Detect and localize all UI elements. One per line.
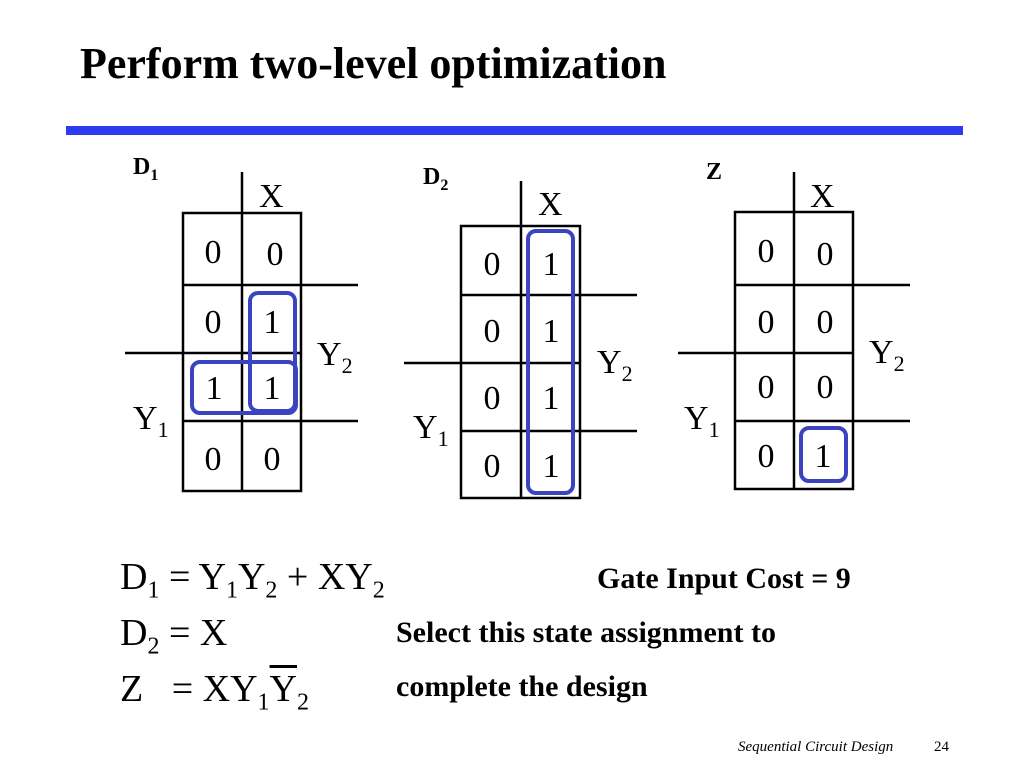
kmap-d1-row-var-y2: Y2 (317, 336, 353, 378)
kmap-z-row-var-y2: Y2 (869, 334, 905, 376)
kmap-z-border (733, 210, 855, 491)
kmap-d2-cell: 0 (483, 380, 501, 417)
kmap-d1-cell: 0 (204, 441, 222, 478)
kmap-d1-cell: 1 (263, 304, 281, 341)
kmap-z-col-var: X (810, 178, 835, 215)
kmap-z-cell: 0 (757, 369, 775, 406)
kmap-d1-col-var: X (259, 178, 284, 215)
kmap-d1-cell: 1 (263, 370, 281, 407)
kmap-z-cell: 0 (757, 304, 775, 341)
title-underline (66, 126, 963, 135)
footer-text: Sequential Circuit Design (738, 739, 894, 755)
kmap-d1-cell: 1 (205, 370, 223, 407)
kmap-d2-col-var: X (538, 186, 563, 223)
kmap-d1-label: D1 (133, 154, 159, 184)
kmap-z-cell: 0 (757, 233, 775, 270)
kmap-z-label: Z (706, 159, 723, 185)
equation-d2: D2 = X (120, 612, 228, 660)
kmap-z-cell: 0 (816, 304, 834, 341)
kmap-z-cell: 0 (816, 369, 834, 406)
kmap-d1-cell: 0 (204, 234, 222, 271)
page-number: 24 (934, 739, 949, 755)
kmap-d1-cell: 0 (263, 441, 281, 478)
gate-input-cost: Gate Input Cost = 9 (597, 562, 851, 595)
kmap-d2-cell: 1 (542, 313, 560, 350)
kmap-d2-cell: 1 (542, 448, 560, 485)
kmap-d1-border (181, 211, 303, 493)
kmap-d1-row-var-y1: Y1 (133, 400, 169, 442)
kmap-d1-cell: 0 (204, 304, 222, 341)
selection-note-line2: complete the design (396, 670, 648, 703)
kmap-d1-cell: 0 (266, 236, 284, 273)
kmap-d2-loop-x (526, 229, 575, 495)
kmap-z-cell: 0 (816, 236, 834, 273)
equation-z: Z = XY1Y2 (120, 668, 309, 716)
slide-title: Perform two-level optimization (80, 39, 667, 88)
kmap-d2-label: D2 (423, 164, 449, 194)
kmap-d2-cell: 0 (483, 448, 501, 485)
kmap-d2-cell: 0 (483, 313, 501, 350)
equation-d1: D1 = Y1Y2 + XY2 (120, 556, 385, 604)
kmap-z-cell: 1 (814, 438, 832, 475)
kmap-d2-cell: 1 (542, 246, 560, 283)
kmap-d2-cell: 1 (542, 380, 560, 417)
kmap-d1-loop-x-y2 (248, 291, 297, 413)
kmap-z-row-var-y1: Y1 (684, 400, 720, 442)
kmap-z-cell: 0 (757, 438, 775, 475)
kmap-d2-border (459, 224, 582, 500)
kmap-d2-row-var-y1: Y1 (413, 409, 449, 451)
kmap-d2-cell: 0 (483, 246, 501, 283)
kmap-z-loop-x-y1-y2bar (799, 426, 848, 483)
kmap-d2-row-var-y2: Y2 (597, 344, 633, 386)
selection-note-line1: Select this state assignment to (396, 616, 776, 649)
kmap-d1-loop-y1-y2 (190, 360, 298, 415)
